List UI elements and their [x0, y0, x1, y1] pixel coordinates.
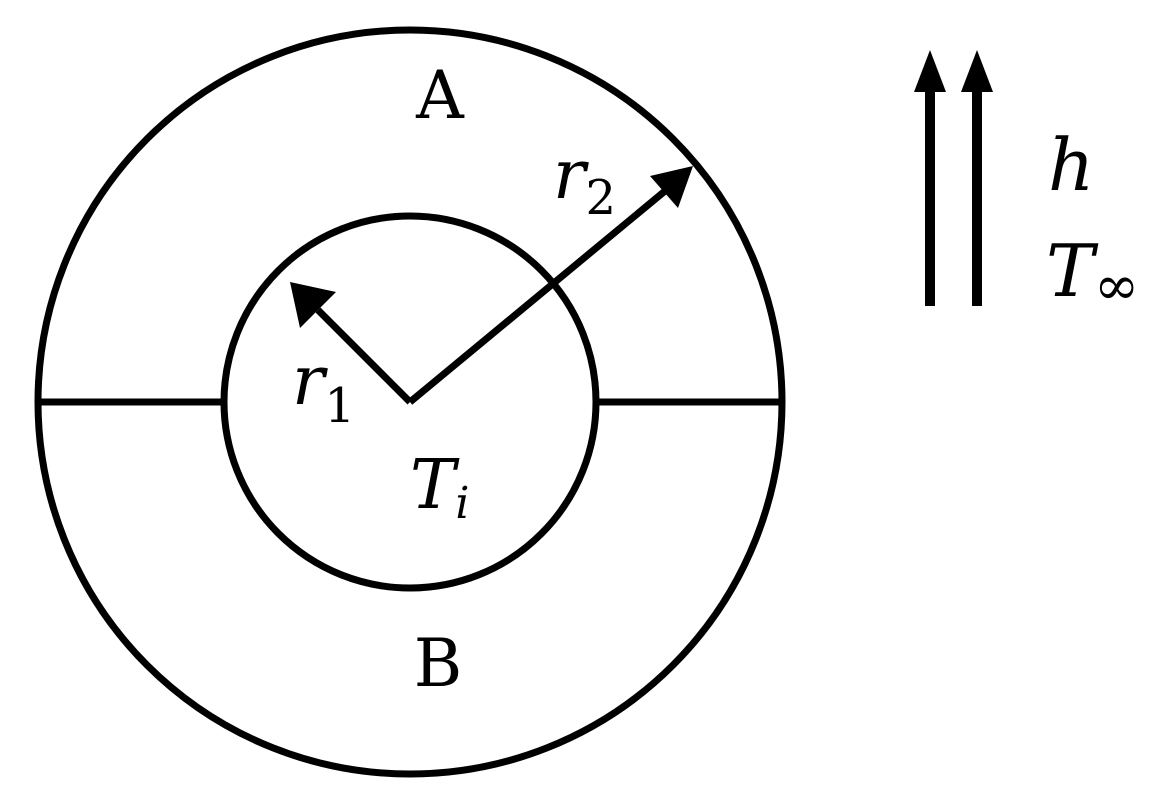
- flow-arrow-right-head: [961, 50, 993, 92]
- inner-temperature-symbol: T: [410, 446, 460, 525]
- inner-temperature-label: Ti: [410, 446, 469, 529]
- ambient-temperature-subscript: ∞: [1094, 254, 1139, 317]
- ambient-temperature-label: T∞: [1046, 229, 1139, 317]
- outer-radius-symbol: r: [553, 136, 589, 215]
- outer-radius-label: r2: [553, 136, 616, 226]
- region-a-label: A: [415, 57, 465, 134]
- region-b-label: B: [414, 625, 463, 702]
- inner-temperature-subscript: i: [455, 478, 469, 529]
- inner-radius-arrowhead: [290, 282, 336, 328]
- inner-radius-subscript: 1: [325, 378, 356, 434]
- inner-radius-symbol: r: [292, 342, 328, 421]
- ambient-temperature-symbol: T: [1046, 229, 1099, 313]
- inner-radius-label: r1: [292, 342, 355, 434]
- convection-coefficient-label: h: [1048, 123, 1094, 207]
- outer-radius-arrowhead: [650, 166, 693, 208]
- outer-radius-subscript: 2: [586, 170, 617, 226]
- inner-radius-arrow-shaft: [315, 307, 413, 405]
- outer-radius-arrow-shaft: [407, 188, 668, 405]
- flow-arrow-left-head: [914, 50, 946, 92]
